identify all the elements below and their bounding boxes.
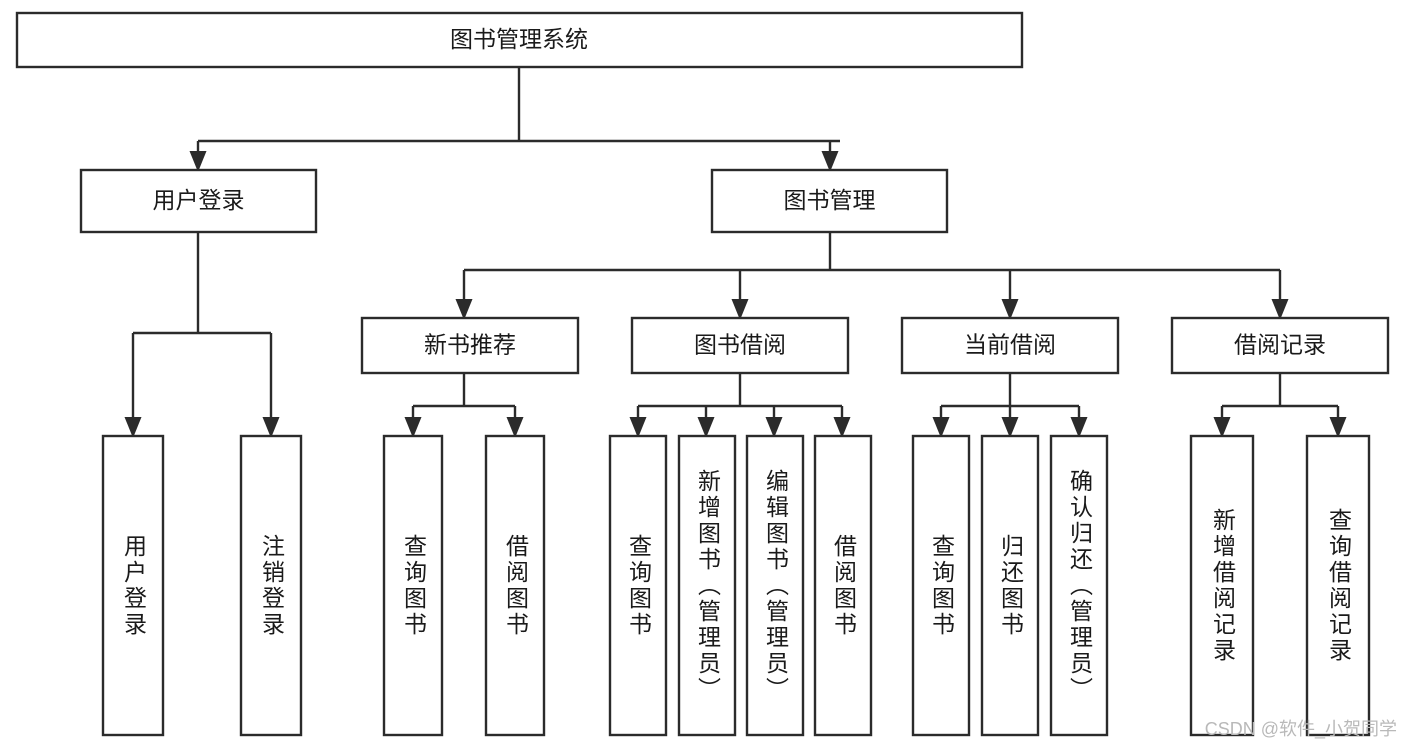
- node-leaf-edit-book-box[interactable]: [745, 434, 805, 737]
- node-book-borrow-box[interactable]: [630, 316, 850, 375]
- node-leaf-return-book[interactable]: [980, 434, 1040, 737]
- node-borrow-record-box[interactable]: [1170, 316, 1390, 375]
- node-book-borrow-label: 图书借阅: [694, 332, 786, 358]
- connector-userlogin-to-leaves: [124, 232, 280, 438]
- node-leaf-query-book-3-box[interactable]: [911, 434, 971, 737]
- node-root-label: 图书管理系统: [450, 26, 588, 52]
- node-leaf-add-record-box[interactable]: [1189, 434, 1255, 737]
- node-current-borrow-label: 当前借阅: [964, 332, 1056, 358]
- node-leaf-user-login[interactable]: [101, 434, 165, 737]
- connector-borrowrecord-to-leaves: [1213, 373, 1347, 438]
- node-new-book-recommend-box[interactable]: [360, 316, 580, 375]
- node-user-login-label: 用户登录: [153, 187, 245, 213]
- node-leaf-query-book-3[interactable]: [911, 434, 971, 737]
- connector-bookmanage-to-level3: [455, 232, 1289, 320]
- node-leaf-query-record[interactable]: [1305, 434, 1371, 737]
- node-root[interactable]: 图书管理系统: [15, 11, 1024, 69]
- node-root-box[interactable]: [15, 11, 1024, 69]
- node-book-manage-label: 图书管理: [784, 187, 876, 213]
- node-leaf-borrow-book-1[interactable]: [484, 434, 546, 737]
- node-leaf-edit-book[interactable]: [745, 434, 805, 737]
- node-borrow-record[interactable]: 借阅记录: [1170, 316, 1390, 375]
- node-leaf-user-login-box[interactable]: [101, 434, 165, 737]
- node-leaf-add-record[interactable]: [1189, 434, 1255, 737]
- connector-currentborrow-to-leaves: [932, 373, 1088, 438]
- connector-newbook-to-leaves: [404, 373, 524, 438]
- node-leaf-confirm-return[interactable]: [1049, 434, 1109, 737]
- node-leaf-query-record-box[interactable]: [1305, 434, 1371, 737]
- node-leaf-query-book-2-box[interactable]: [608, 434, 668, 737]
- node-leaf-query-book-2[interactable]: [608, 434, 668, 737]
- node-new-book-recommend-label: 新书推荐: [424, 332, 516, 358]
- node-leaf-query-book-1-box[interactable]: [382, 434, 444, 737]
- node-book-borrow[interactable]: 图书借阅: [630, 316, 850, 375]
- node-book-manage[interactable]: 图书管理: [710, 168, 949, 234]
- node-user-login-box[interactable]: [79, 168, 318, 234]
- connector-root-to-level2: [189, 67, 840, 172]
- node-borrow-record-label: 借阅记录: [1234, 332, 1326, 358]
- node-leaf-add-book-box[interactable]: [677, 434, 737, 737]
- node-leaf-logout-login[interactable]: [239, 434, 303, 737]
- node-leaf-logout-login-box[interactable]: [239, 434, 303, 737]
- node-current-borrow-box[interactable]: [900, 316, 1120, 375]
- node-leaf-borrow-book-1-box[interactable]: [484, 434, 546, 737]
- node-leaf-borrow-book-2[interactable]: [813, 434, 873, 737]
- node-leaf-query-book-1[interactable]: [382, 434, 444, 737]
- node-leaf-borrow-book-2-box[interactable]: [813, 434, 873, 737]
- node-leaf-confirm-return-box[interactable]: [1049, 434, 1109, 737]
- node-current-borrow[interactable]: 当前借阅: [900, 316, 1120, 375]
- node-user-login[interactable]: 用户登录: [79, 168, 318, 234]
- connector-bookborrow-to-leaves: [629, 373, 851, 438]
- node-book-manage-box[interactable]: [710, 168, 949, 234]
- node-new-book-recommend[interactable]: 新书推荐: [360, 316, 580, 375]
- connector-layer: [124, 67, 1347, 438]
- node-leaf-add-book[interactable]: [677, 434, 737, 737]
- node-leaf-return-book-box[interactable]: [980, 434, 1040, 737]
